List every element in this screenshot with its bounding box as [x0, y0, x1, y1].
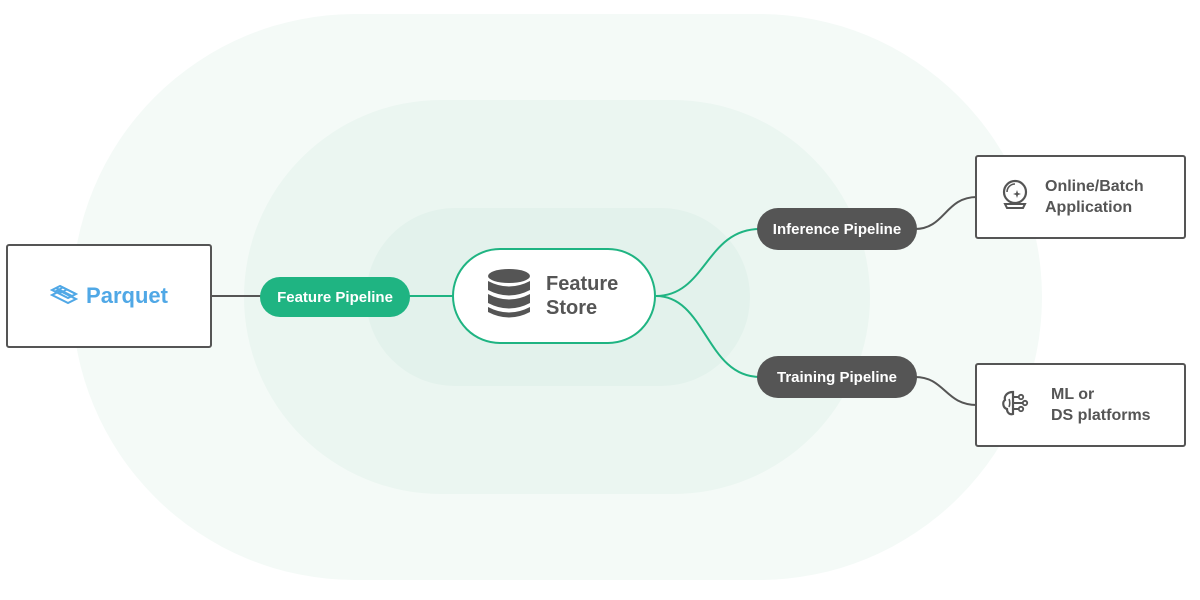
parquet-source-box: Parquet	[6, 244, 212, 348]
feature-store-node: Feature Store	[452, 248, 656, 344]
connector-training-to-platforms	[914, 376, 978, 406]
online-batch-application-box: Online/Batch Application	[975, 155, 1186, 239]
brain-circuit-icon	[999, 387, 1031, 424]
feature-store-label: Feature Store	[546, 272, 618, 320]
connector-store-to-training	[655, 295, 761, 378]
online-batch-application-label: Online/Batch Application	[1045, 176, 1144, 218]
connector-store-to-inference	[655, 228, 761, 297]
platforms-label-line2: DS platforms	[1051, 407, 1151, 424]
parquet-logo: Parquet	[49, 282, 168, 311]
application-label-line2: Application	[1045, 199, 1133, 216]
inference-pipeline-pill: Inference Pipeline	[757, 208, 917, 250]
feature-store-label-line1: Feature	[546, 273, 619, 295]
platforms-label-line1: ML or	[1051, 386, 1095, 403]
feature-store-label-line2: Store	[546, 297, 598, 319]
connector-inference-to-app	[914, 196, 978, 230]
database-icon	[486, 268, 532, 325]
parquet-logo-icon	[49, 282, 80, 311]
ml-ds-platforms-label: ML or DS platforms	[1045, 384, 1151, 426]
parquet-logo-text: Parquet	[86, 283, 168, 308]
crystal-ball-icon	[999, 179, 1031, 216]
training-pipeline-pill: Training Pipeline	[757, 356, 917, 398]
ml-ds-platforms-box: ML or DS platforms	[975, 363, 1186, 447]
application-label-line1: Online/Batch	[1045, 178, 1144, 195]
feature-pipeline-pill: Feature Pipeline	[260, 277, 410, 317]
